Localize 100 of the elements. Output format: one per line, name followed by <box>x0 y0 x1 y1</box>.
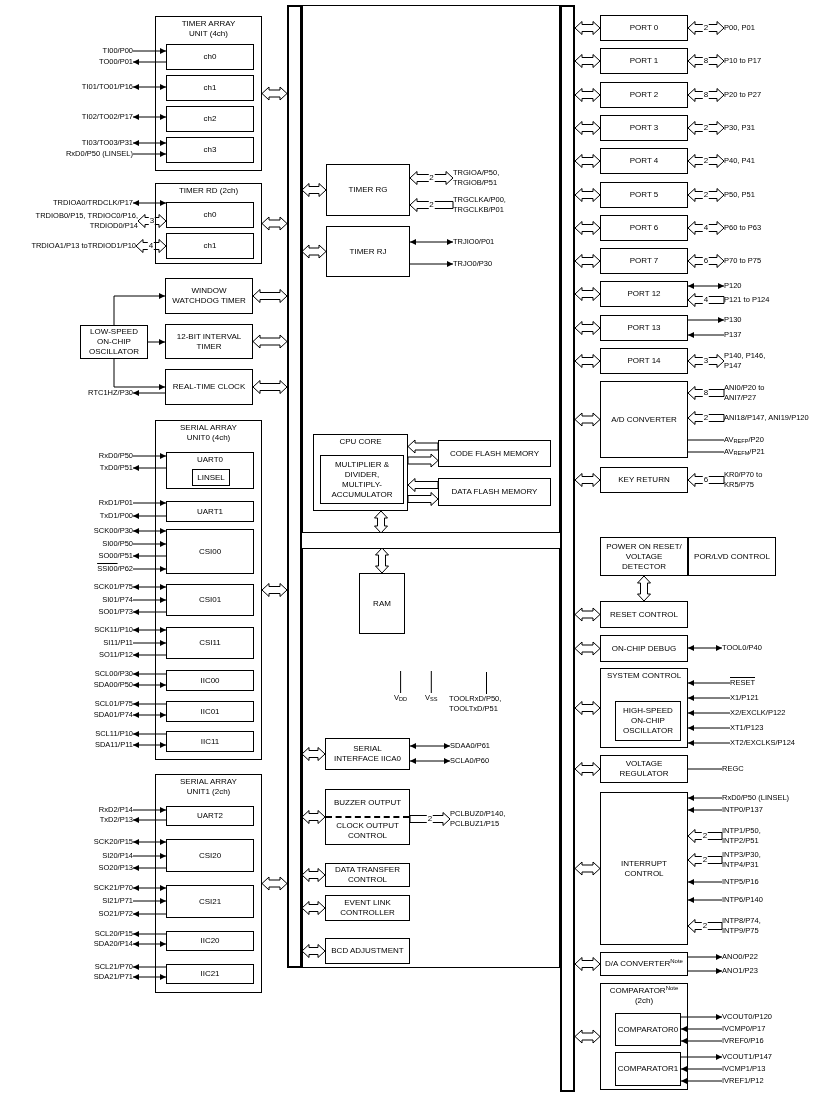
function-block: POR/LVD CONTROL <box>688 537 776 576</box>
bus-width-label: 3 <box>702 357 710 365</box>
signal-arrow <box>132 609 167 615</box>
bus-arrow <box>687 121 725 135</box>
bus-arrow <box>409 198 454 212</box>
function-block: 12-BIT INTERVAL TIMER <box>165 324 253 359</box>
bus-arrow <box>261 583 288 597</box>
block-group <box>600 668 688 748</box>
signal-arrow <box>687 968 723 974</box>
function-block: IIC21 <box>166 964 254 984</box>
bus-arrow <box>574 641 601 656</box>
signal-arrow <box>132 640 167 646</box>
signal-arrow <box>132 853 167 859</box>
signal-arrow <box>132 931 167 937</box>
block-title: SERIAL ARRAY UNIT0 (4ch) <box>179 423 238 443</box>
signal-arrow <box>132 742 167 748</box>
function-block: IIC20 <box>166 931 254 951</box>
signal-arrow <box>132 513 167 519</box>
bus-arrow <box>252 289 288 303</box>
signal-arrow <box>132 839 167 845</box>
bus-arrow <box>687 221 725 235</box>
function-block: TIMER RG <box>326 164 410 216</box>
function-block: ch1 <box>166 75 254 101</box>
bus-arrow <box>409 171 454 185</box>
signal-arrow <box>687 283 725 289</box>
function-block: POWER ON RESET/ VOLTAGE DETECTOR <box>600 537 688 576</box>
bus-arrow <box>301 244 327 259</box>
signal-arrow <box>132 59 167 65</box>
signal-arrow <box>409 743 451 749</box>
function-block: ch2 <box>166 106 254 132</box>
bus-arrow <box>574 412 601 427</box>
bus-arrow <box>574 1029 601 1044</box>
function-block: CSI20 <box>166 839 254 872</box>
bus-arrow <box>687 853 723 867</box>
signal-line <box>400 670 402 694</box>
module-frame <box>302 548 560 968</box>
signal-arrow <box>132 453 167 459</box>
signal-arrow <box>680 1026 723 1032</box>
bus-arrow <box>687 386 725 400</box>
signal-arrow <box>680 1054 723 1060</box>
block-label: BUZZER OUTPUT <box>332 798 403 808</box>
function-block: CSI00 <box>166 529 254 574</box>
signal-arrow <box>132 500 167 506</box>
function-block: CSI01 <box>166 584 254 616</box>
function-block: PORT 14 <box>600 348 688 374</box>
bus-arrow <box>301 183 327 197</box>
signal-arrow <box>687 645 723 651</box>
bus-arrow <box>687 54 725 68</box>
function-block: CSI11 <box>166 627 254 659</box>
bus-arrow <box>301 944 326 958</box>
function-block: PORT 3 <box>600 115 688 141</box>
bus-arrow <box>409 812 451 826</box>
signal-arrow <box>409 758 451 764</box>
signal-line <box>687 451 725 453</box>
function-block: LOW-SPEED ON-CHIP OSCILLATOR <box>80 325 148 359</box>
bus-arrow <box>407 478 439 492</box>
block-title: SERIAL ARRAY UNIT1 (2ch) <box>179 777 238 797</box>
signal-arrow <box>132 140 167 146</box>
block-title: COMPARATOR$^{Note}$ (2ch) <box>608 986 680 1006</box>
block-title: SYSTEM CONTROL <box>605 671 683 681</box>
module-frame <box>302 5 560 533</box>
function-block: ON-CHIP DEBUG <box>600 635 688 662</box>
function-block: REAL-TIME CLOCK <box>165 369 253 405</box>
signal-arrow <box>132 84 167 90</box>
bus-width-label: 2 <box>702 24 710 32</box>
signal-arrow <box>113 293 166 326</box>
signal-arrow <box>680 1038 723 1044</box>
signal-arrow <box>132 566 167 572</box>
signal-arrow <box>132 390 166 396</box>
bus-arrow <box>687 919 723 933</box>
bus-arrow <box>687 254 725 268</box>
bus-arrow <box>574 762 601 776</box>
bus-arrow <box>261 876 288 891</box>
function-block <box>325 789 410 845</box>
function-block: PORT 5 <box>600 182 688 208</box>
signal-arrow <box>132 817 167 823</box>
block-title: TIMER ARRAY UNIT (4ch) <box>180 19 237 39</box>
bus-arrow <box>574 88 601 102</box>
function-block: ch0 <box>166 202 254 228</box>
block-group <box>155 420 262 760</box>
function-block: CSI21 <box>166 885 254 918</box>
bus-arrow <box>574 54 601 68</box>
bus-width-label: 2 <box>702 191 710 199</box>
bus-width-label: 6 <box>702 476 710 484</box>
bus-arrow <box>687 354 725 368</box>
bus-arrow <box>687 293 725 307</box>
signal-arrow <box>132 807 167 813</box>
bus-arrow <box>301 810 326 824</box>
bus-arrow <box>574 701 601 715</box>
signal-arrow <box>132 885 167 891</box>
signal-arrow <box>132 151 167 157</box>
signal-arrow <box>409 261 454 267</box>
function-block: PORT 2 <box>600 82 688 108</box>
function-block: TIMER RJ <box>326 226 410 277</box>
signal-arrow <box>680 1066 723 1072</box>
function-block: EVENT LINK CONTROLLER <box>325 895 410 921</box>
function-block: VOLTAGE REGULATOR <box>600 755 688 783</box>
bus-width-label: 2 <box>701 832 709 840</box>
bus-width-label: 2 <box>702 414 710 422</box>
bus-arrow <box>261 86 288 101</box>
